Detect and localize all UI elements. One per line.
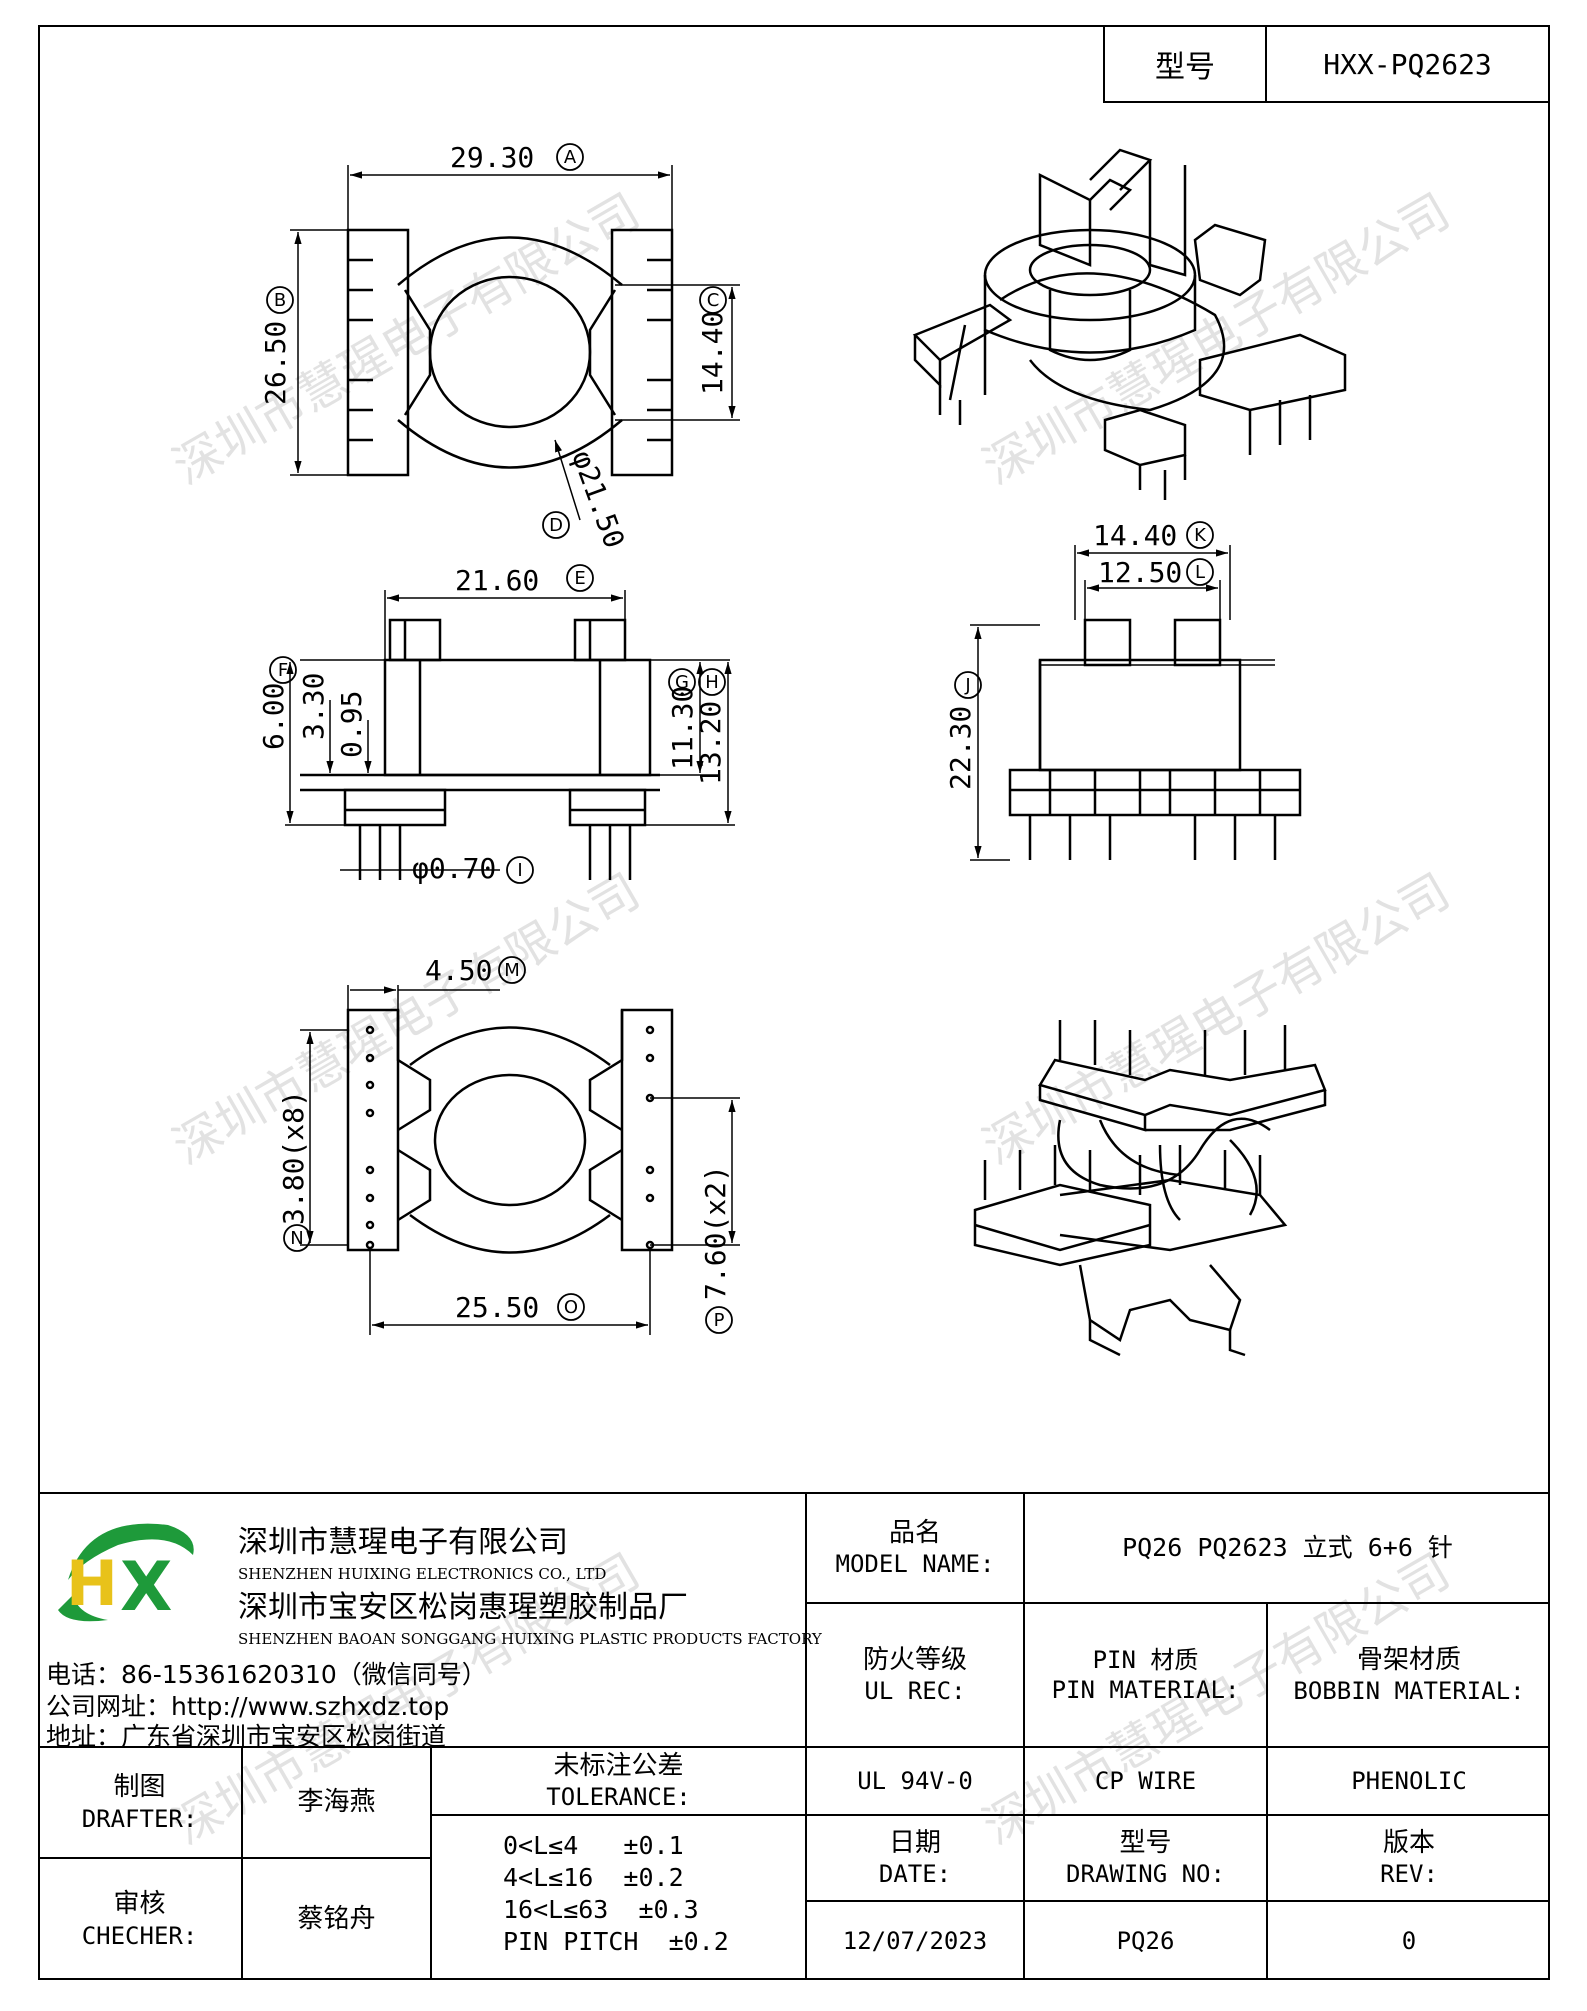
dim-F-value: 6.00 (257, 683, 290, 750)
dim-H-value: 13.20 (694, 701, 727, 785)
bottom-view (283, 956, 740, 1335)
dim-M-value: 4.50 (425, 954, 492, 987)
checker-label: 审核 CHECHER: (81, 1889, 198, 1950)
tolerance-line-1: 0<L≤4 ±0.1 (503, 1831, 684, 1860)
tolerance-line-3: 16<L≤63 ±0.3 (503, 1895, 699, 1924)
company-logo: H X (58, 1523, 194, 1627)
company-website: 公司网址：http://www.szhxdz.top (46, 1692, 450, 1721)
dim-letter-B: B (274, 290, 286, 311)
dim-B-value: 26.50 (259, 321, 292, 405)
bobbin-material-label: 骨架材质 BOBBIN MATERIAL: (1293, 1644, 1525, 1706)
checker-name: 蔡铭舟 (297, 1904, 376, 1935)
company-name-cn: 深圳市慧瑆电子有限公司 (238, 1525, 568, 1560)
isometric-view-top (912, 148, 1347, 500)
dim-N-value: 3.80(x8) (277, 1090, 310, 1225)
dim-letter-K: K (1194, 525, 1207, 546)
factory-name-cn: 深圳市宝安区松岗惠瑆塑胶制品厂 (238, 1590, 688, 1625)
rev-label: 版本 REV: (1380, 1827, 1438, 1889)
model-name-label: 品名 MODEL NAME: (835, 1517, 995, 1579)
technical-drawing: 29.30 26.50 14.40 φ21.50 21.60 6.00 3.30… (257, 141, 1347, 1357)
model-number-box: 型号 HXX-PQ2623 (1103, 25, 1550, 103)
front-view (954, 521, 1302, 861)
dim-letter-C: C (707, 290, 720, 311)
date-label: 日期 DATE: (878, 1827, 952, 1889)
dim-K-value: 14.40 (1093, 519, 1177, 552)
dim-E-value: 21.60 (455, 564, 539, 597)
drawing-no-label: 型号 DRAWING NO: (1066, 1827, 1225, 1889)
dim-letter-M: M (504, 960, 520, 981)
dim-D-value: φ21.50 (565, 446, 631, 552)
dim-J-value: 22.30 (944, 706, 977, 790)
isometric-view-bottom (973, 1020, 1327, 1357)
drawing-sheet-border (38, 25, 1550, 1980)
dim-letter-P: P (714, 1310, 725, 1331)
pin-value: CP WIRE (1094, 1767, 1197, 1795)
dim-letter-F: F (278, 660, 288, 681)
drawing-no-value: PQ26 (1116, 1927, 1175, 1955)
company-phone: 电话：86-15361620310（微信同号） (46, 1660, 487, 1689)
dim-A-value: 29.30 (450, 141, 534, 174)
model-value: HXX-PQ2623 (1323, 47, 1492, 81)
ul-rec-label: 防火等级 UL REC: (862, 1644, 967, 1706)
logo-h: H (66, 1547, 118, 1620)
dim-letter-E: E (574, 568, 585, 589)
title-block: H X 深圳市慧瑆电子有限公司 SHENZHEN HUIXING ELECTRO… (38, 1492, 1550, 1980)
dim-letter-N: N (290, 1228, 303, 1249)
dim-letter-I: I (517, 860, 522, 881)
dim-letter-J: J (964, 675, 970, 696)
tolerance-label: 未标注公差 TOLERANCE: (546, 1750, 691, 1812)
factory-name-en: SHENZHEN BAOAN SONGGANG HUIXING PLASTIC … (238, 1630, 822, 1648)
side-view (269, 564, 735, 884)
dim-letter-G: G (675, 672, 689, 693)
date-value: 12/07/2023 (842, 1927, 988, 1955)
dim-G-value: 11.30 (666, 686, 699, 770)
dim-O-value: 25.50 (455, 1291, 539, 1324)
dim-L-value: 12.50 (1098, 556, 1182, 589)
dim-letter-O: O (564, 1297, 578, 1318)
dim-letter-A: A (564, 147, 577, 168)
model-name-value: PQ26 PQ2623 立式 6+6 针 (1122, 1533, 1453, 1563)
logo-x: X (120, 1548, 172, 1627)
dim-330-value: 3.30 (297, 673, 330, 740)
dim-I-value: φ0.70 (412, 852, 496, 885)
drafter-name: 李海燕 (297, 1787, 376, 1818)
dim-letter-H: H (705, 672, 719, 693)
drafter-label: 制图 DRAFTER: (81, 1772, 198, 1833)
dim-letter-L: L (1195, 562, 1205, 583)
company-name-en: SHENZHEN HUIXING ELECTRONICS CO., LTD (238, 1565, 607, 1583)
tolerance-line-2: 4<L≤16 ±0.2 (503, 1863, 684, 1892)
rev-value: 0 (1401, 1927, 1417, 1955)
tolerance-line-4: PIN PITCH ±0.2 (503, 1927, 729, 1956)
top-view (266, 143, 740, 539)
dim-C-value: 14.40 (696, 311, 729, 395)
bobbin-value: PHENOLIC (1351, 1767, 1467, 1795)
company-address: 地址：广东省深圳市宝安区松岗街道 (46, 1722, 447, 1751)
pin-material-label: PIN 材质 PIN MATERIAL: (1051, 1646, 1240, 1704)
dim-P-value: 7.60(x2) (699, 1165, 732, 1300)
ul-value: UL 94V-0 (857, 1767, 973, 1795)
dim-letter-D: D (549, 515, 563, 536)
dim-095-value: 0.95 (335, 691, 368, 758)
model-label: 型号 (1105, 27, 1267, 101)
